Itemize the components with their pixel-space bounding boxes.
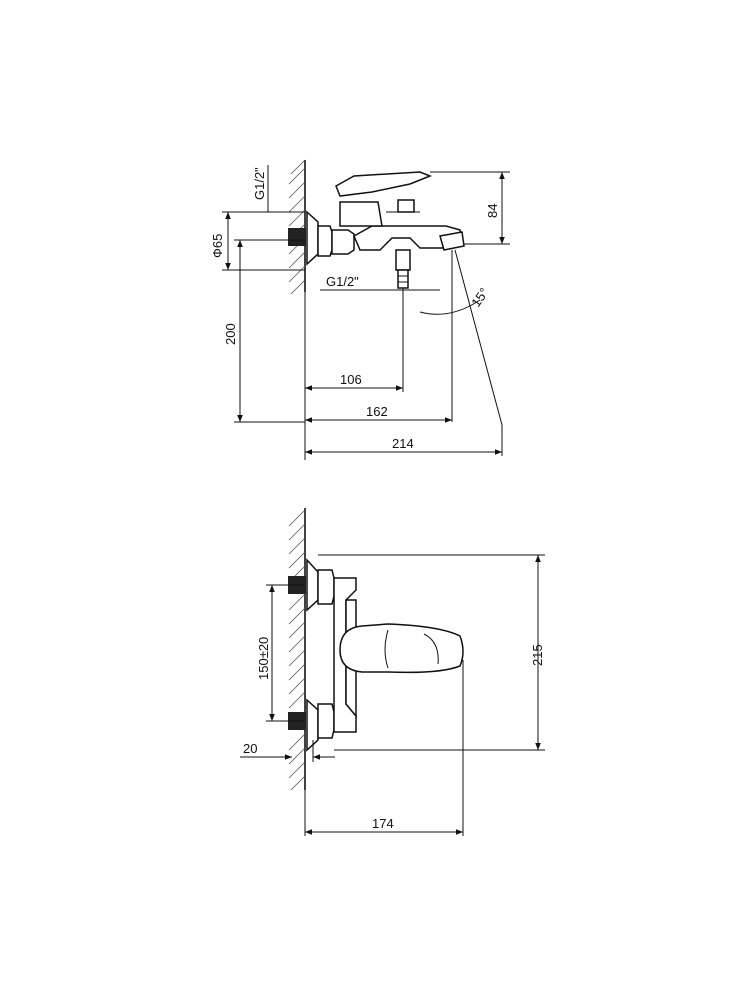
thread-bottom-label: G1/2": [326, 274, 359, 289]
width-214-label: 214: [392, 436, 414, 451]
wall-pipe-side: [288, 228, 306, 246]
width-162-label: 162: [366, 404, 388, 419]
width-106-label: 106: [340, 372, 362, 387]
faucet-side: [306, 171, 465, 289]
height-200-label: 200: [223, 323, 238, 345]
thread-top-label: G1/2": [252, 167, 267, 200]
height-84-label: 84: [485, 204, 500, 218]
diameter-label: Ф65: [210, 234, 225, 258]
height-215-label: 215: [530, 644, 545, 666]
faucet-top: [306, 558, 464, 752]
side-view: G1/2" Ф65 200 84 G1/2" 15° 106 162: [210, 159, 510, 460]
offset-20-label: 20: [243, 741, 257, 756]
width-174-label: 174: [372, 816, 394, 831]
top-view: 150±20 215 20 174: [240, 508, 545, 836]
angle-label: 15°: [468, 285, 492, 310]
spacing-label: 150±20: [256, 637, 271, 680]
wall-hatch-top: [288, 508, 306, 791]
wall-hatch-side: [288, 159, 306, 295]
